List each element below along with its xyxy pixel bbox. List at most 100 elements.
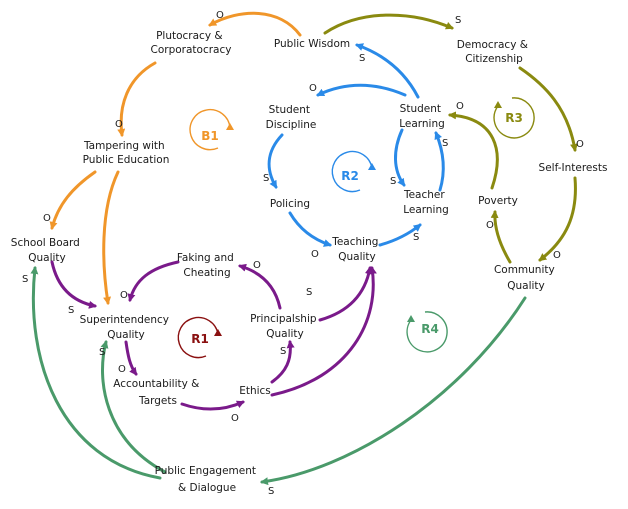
edge-accountability-to-ethics	[180, 400, 245, 411]
node-tampering: Tampering with Public Education	[83, 140, 170, 166]
node-student-discipline-line2: Discipline	[266, 119, 317, 131]
node-democracy: Democracy & Citizenship	[457, 39, 532, 65]
edge-community-to-poverty	[490, 210, 512, 264]
node-accountability-line2: Targets	[138, 395, 177, 407]
loop-r1-ring	[177, 316, 219, 359]
polarity-marker: S	[280, 346, 286, 357]
polarity-marker: O	[43, 213, 51, 224]
polarity-marker: S	[455, 15, 461, 26]
node-student-learning-line1: Student	[400, 103, 441, 115]
edge-principalship-to-faking	[238, 263, 282, 310]
node-community-line2: Quality	[507, 280, 545, 292]
loop-r3-label: R3	[505, 111, 523, 125]
loop-r1-label: R1	[191, 332, 209, 346]
polarity-marker: O	[216, 10, 224, 21]
polarity-marker: S	[263, 173, 269, 184]
edge-engagement-to-schoolboard	[30, 266, 162, 480]
node-poverty: Poverty	[478, 195, 518, 207]
edge-teacherlearning-to-learning	[434, 131, 445, 192]
edge-principalship-to-teaching	[318, 266, 373, 322]
polarity-marker: O	[456, 101, 464, 112]
edge-wisdom-to-plutocracy	[208, 11, 302, 37]
node-democracy-line1: Democracy &	[457, 39, 528, 51]
node-student-learning-line2: Learning	[399, 118, 445, 130]
loop-r4-label: R4	[421, 322, 439, 336]
node-public-engagement-line2: & Dialogue	[178, 482, 236, 494]
polarity-marker: O	[311, 249, 319, 260]
node-teacher-learning-line2: Learning	[403, 204, 449, 216]
polarity-marker: O	[553, 250, 561, 261]
node-student-discipline: Student Discipline	[266, 104, 317, 131]
edge-ethics-to-teaching	[270, 266, 377, 397]
polarity-marker: S	[359, 53, 365, 64]
loop-r2: R2	[331, 150, 376, 193]
edge-policing-to-teaching	[288, 211, 332, 247]
node-school-board: School Board Quality	[11, 237, 83, 264]
polarity-marker: O	[253, 260, 261, 271]
loop-r4-ring	[406, 311, 448, 353]
node-plutocracy: Plutocracy & Corporatocracy	[151, 30, 232, 56]
edge-teaching-to-teacherlearning	[378, 223, 422, 247]
edge-learning-to-wisdom	[355, 43, 420, 99]
polarity-marker: S	[99, 347, 105, 358]
node-faking-line1: Faking and	[177, 252, 234, 264]
edge-wisdom-to-democracy	[323, 13, 454, 35]
node-democracy-line2: Citizenship	[465, 53, 523, 65]
node-teaching: Teaching Quality	[331, 236, 382, 263]
polarity-marker: O	[231, 413, 239, 424]
node-student-learning: Student Learning	[399, 103, 445, 130]
polarity-marker: O	[486, 220, 494, 231]
polarity-marker: S	[390, 176, 396, 187]
edge-tampering-to-schoolboard	[49, 170, 97, 230]
loop-r2-arrowhead	[368, 163, 376, 170]
polarity-marker: S	[68, 305, 74, 316]
loop-r3-ring	[493, 97, 535, 139]
loop-r2-ring	[331, 150, 373, 193]
edge-discipline-to-policing	[267, 133, 284, 189]
polarity-marker: O	[309, 83, 317, 94]
node-teacher-learning: Teacher Learning	[403, 189, 449, 216]
edge-faking-to-superintendency	[127, 260, 180, 302]
node-tampering-line2: Public Education	[83, 154, 170, 166]
edge-engagement-to-superintendency	[100, 340, 167, 474]
node-self-interests: Self-Interests	[539, 162, 608, 174]
edge-community-to-engagement	[260, 296, 527, 486]
node-policing: Policing	[270, 198, 310, 210]
loop-b1: B1	[189, 108, 234, 151]
polarity-marker: S	[442, 138, 448, 149]
node-public-engagement-line1: Public Engagement	[155, 465, 256, 477]
polarity-marker: S	[268, 486, 274, 497]
loop-r1: R1	[177, 316, 222, 359]
loop-r4: R4	[406, 311, 448, 353]
node-student-discipline-line1: Student	[269, 104, 310, 116]
loop-r4-arrowhead	[407, 315, 415, 322]
loop-b1-label: B1	[201, 129, 219, 143]
node-superintendency: Superintendency Quality	[80, 314, 173, 341]
node-plutocracy-line1: Plutocracy &	[156, 30, 222, 42]
polarity-marker: S	[22, 274, 28, 285]
polarity-marker: S	[306, 287, 312, 298]
node-teacher-learning-line1: Teacher	[403, 189, 445, 201]
node-school-board-line2: Quality	[28, 252, 66, 264]
edge-superintendency-to-accountability	[124, 340, 138, 376]
node-accountability: Accountability & Targets	[113, 378, 202, 407]
polarity-marker: O	[576, 139, 584, 150]
node-principalship-line1: Principalship	[250, 313, 317, 325]
node-superintendency-line1: Superintendency	[80, 314, 169, 326]
node-school-board-line1: School Board	[11, 237, 80, 249]
node-teaching-line1: Teaching	[331, 236, 378, 248]
node-tampering-line1: Tampering with	[83, 140, 165, 152]
polarity-marker: O	[115, 119, 123, 130]
node-faking: Faking and Cheating	[177, 252, 237, 279]
polarity-marker: O	[118, 364, 126, 375]
node-faking-line2: Cheating	[183, 267, 230, 279]
edge-learning-to-teacherlearning	[394, 128, 406, 187]
node-principalship-line2: Quality	[266, 328, 304, 340]
edge-schoolboard-to-superintendency	[50, 260, 97, 309]
loop-r2-label: R2	[341, 169, 359, 183]
edge-poverty-to-learning	[448, 111, 499, 190]
loop-r1-arrowhead	[214, 329, 222, 336]
edge-plutocracy-to-tampering	[117, 61, 157, 137]
